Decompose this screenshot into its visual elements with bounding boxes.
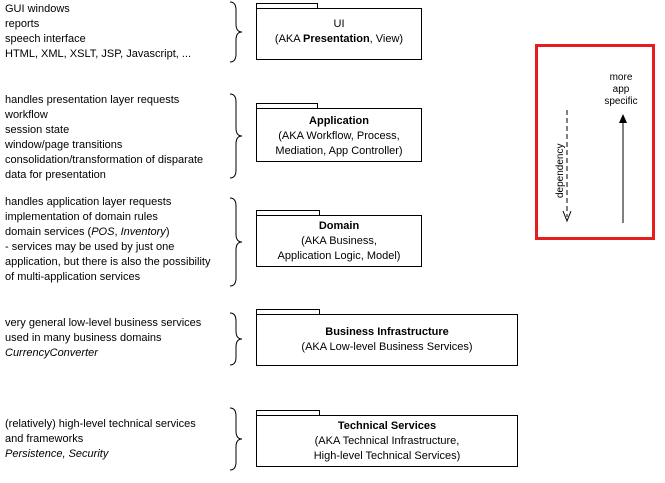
- ui-brace: [229, 1, 243, 63]
- business-infrastructure-description: very general low-level business services…: [5, 316, 201, 361]
- domain-brace: [229, 197, 243, 287]
- domain-package-aka-1: (AKA Business,: [301, 235, 377, 247]
- technical-services-brace: [229, 407, 243, 471]
- application-package-aka-1: (AKA Workflow, Process,: [278, 130, 400, 142]
- ui-layer-description: GUI windows reports speech interface HTM…: [5, 2, 191, 62]
- domain-desc-line: implementation of domain rules: [5, 211, 158, 223]
- application-package: Application (AKA Workflow, Process, Medi…: [256, 108, 422, 162]
- ui-package-title: UI: [333, 18, 345, 30]
- technical-services-package: Technical Services (AKA Technical Infras…: [256, 415, 518, 467]
- dependency-label: dependency: [555, 143, 566, 199]
- ui-desc-line: speech interface: [5, 33, 86, 45]
- application-layer-description: handles presentation layer requests work…: [5, 93, 203, 183]
- business-infrastructure-brace: [229, 312, 243, 366]
- application-desc-line: consolidation/transformation of disparat…: [5, 154, 204, 166]
- domain-package-title: Domain: [318, 220, 360, 232]
- domain-desc-line: - services may be used by just one: [5, 241, 175, 253]
- business-infrastructure-package-aka: (AKA Low-level Business Services): [301, 341, 473, 353]
- application-package-aka-2: Mediation, App Controller): [275, 145, 403, 157]
- domain-package: Domain (AKA Business, Application Logic,…: [256, 215, 422, 267]
- domain-desc-line: handles application layer requests: [5, 196, 172, 208]
- business-infrastructure-desc-line: CurrencyConverter: [5, 347, 98, 359]
- technical-services-package-title: Technical Services: [337, 420, 437, 432]
- technical-services-desc-line: Persistence, Security: [5, 448, 109, 460]
- business-infrastructure-package-title: Business Infrastructure: [325, 326, 449, 338]
- application-desc-line: session state: [5, 124, 70, 136]
- technical-services-desc-line: (relatively) high-level technical servic…: [5, 418, 196, 430]
- application-desc-line: window/page transitions: [5, 139, 123, 151]
- domain-package-tab: [256, 210, 320, 215]
- application-desc-line: workflow: [5, 109, 48, 121]
- application-package-title: Application: [309, 115, 369, 127]
- technical-services-package-tab: [256, 410, 320, 415]
- technical-services-package-aka-1: (AKA Technical Infrastructure,: [314, 435, 460, 447]
- ui-desc-line: GUI windows: [5, 3, 70, 15]
- application-desc-line: data for presentation: [5, 169, 106, 181]
- domain-layer-description: handles application layer requests imple…: [5, 195, 210, 285]
- application-brace: [229, 93, 243, 179]
- dependency-legend-box: [535, 44, 655, 240]
- ui-package-tab: [256, 3, 318, 8]
- business-infrastructure-package: Business Infrastructure (AKA Low-level B…: [256, 314, 518, 366]
- dependency-arrows: [562, 110, 627, 223]
- domain-desc-line: application, but there is also the possi…: [5, 256, 211, 268]
- application-desc-line: handles presentation layer requests: [5, 94, 180, 106]
- ui-desc-line: reports: [5, 18, 40, 30]
- technical-services-package-aka-2: High-level Technical Services): [313, 450, 461, 462]
- business-infrastructure-desc-line: used in many business domains: [5, 332, 162, 344]
- ui-desc-line: HTML, XML, XSLT, JSP, Javascript, ...: [5, 48, 192, 60]
- domain-package-aka-2: Application Logic, Model): [277, 250, 401, 262]
- more-app-specific-label: more app specific: [604, 72, 638, 107]
- business-infrastructure-package-tab: [256, 309, 320, 314]
- ui-package-aka: (AKA Presentation, View): [274, 33, 404, 45]
- domain-desc-line: domain services (POS, Inventory): [5, 226, 170, 238]
- domain-desc-line: of multi-application services: [5, 271, 141, 283]
- ui-package: UI (AKA Presentation, View): [256, 8, 422, 60]
- business-infrastructure-desc-line: very general low-level business services: [5, 317, 202, 329]
- application-package-tab: [256, 103, 318, 108]
- technical-services-description: (relatively) high-level technical servic…: [5, 417, 196, 462]
- technical-services-desc-line: and frameworks: [5, 433, 84, 445]
